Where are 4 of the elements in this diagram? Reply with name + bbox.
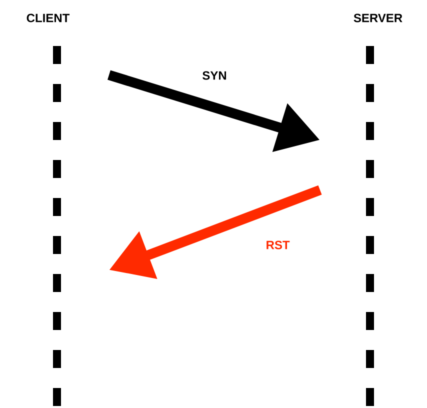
- participant-label: SERVER: [354, 14, 402, 22]
- participant-label: CLIENT: [26, 14, 70, 22]
- edge-label: SYN: [202, 71, 226, 80]
- edge-label: RST: [266, 240, 290, 250]
